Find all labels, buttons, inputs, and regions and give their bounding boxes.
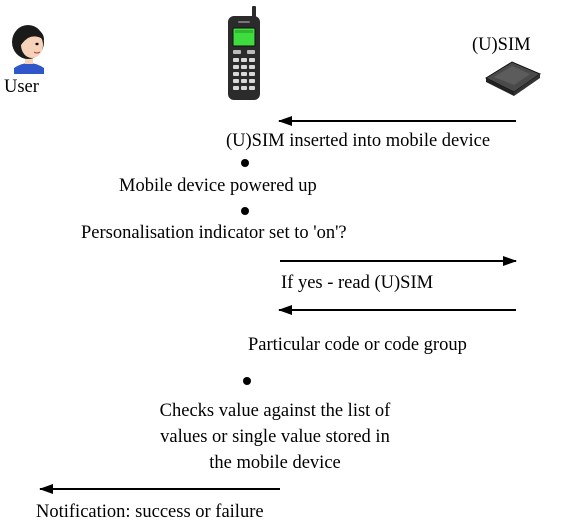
- step-checks-line1: Checks value against the list of: [159, 401, 391, 421]
- step-dot-indicator: [241, 207, 249, 215]
- mobile-device: [224, 6, 264, 102]
- step-indicator-check: Personalisation indicator set to 'on'?: [81, 223, 347, 243]
- sim-actor: [482, 58, 544, 98]
- step-read-sim: If yes - read (U)SIM: [281, 273, 434, 293]
- sim-label: (U)SIM: [472, 35, 531, 55]
- step-dot-power: [241, 159, 249, 167]
- step-notification: Notification: success or failure: [36, 502, 264, 522]
- step-checks-line2: values or single value stored in: [160, 427, 390, 447]
- step-checks-line3: the mobile device: [209, 453, 341, 473]
- step-code-group: Particular code or code group: [248, 335, 467, 355]
- user-icon: [12, 25, 44, 74]
- step-powered-up: Mobile device powered up: [119, 176, 317, 196]
- sim-card-icon: [484, 61, 542, 96]
- user-actor: [6, 22, 52, 74]
- step-sim-inserted: (U)SIM inserted into mobile device: [226, 131, 491, 151]
- user-label: User: [4, 77, 39, 97]
- step-dot-checks: [243, 377, 251, 385]
- step-checks-block: Checks value against the list of values …: [90, 398, 460, 476]
- mobile-phone-icon: [228, 6, 260, 100]
